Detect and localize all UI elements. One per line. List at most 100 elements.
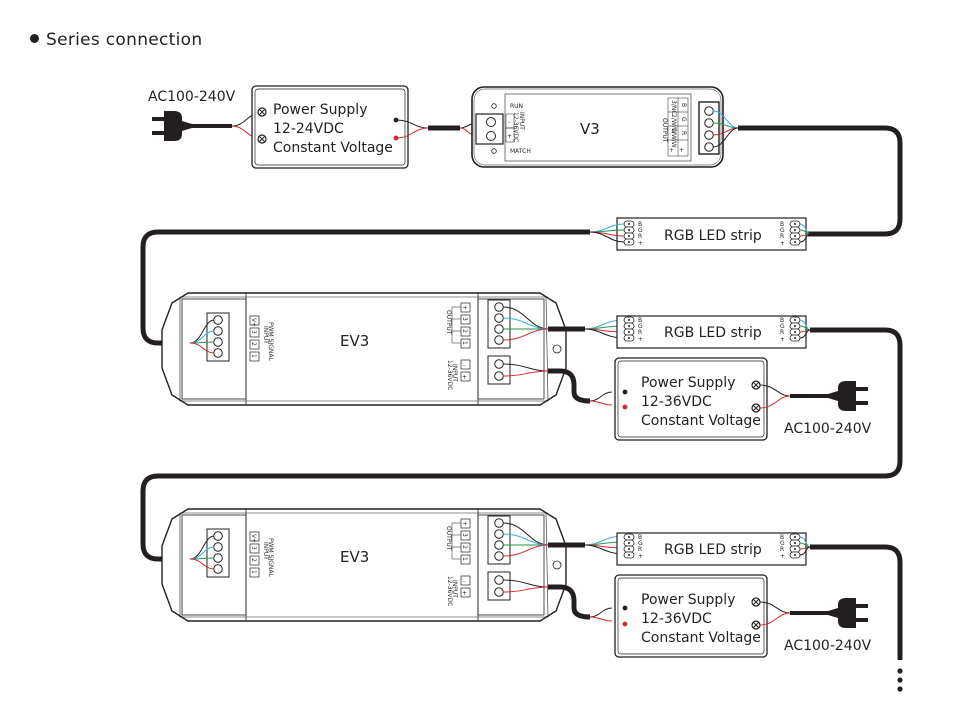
run-led-icon bbox=[491, 103, 497, 109]
terminal-icon bbox=[704, 142, 714, 152]
ev3-sp2: 2 bbox=[250, 558, 257, 562]
terminal-icon bbox=[704, 106, 714, 116]
pin-label: + bbox=[638, 336, 643, 343]
cable-strip-3-continuation bbox=[810, 544, 903, 660]
terminal-icon bbox=[486, 117, 496, 127]
ev3-pwm-lbl: PWM SIGNAL bbox=[267, 538, 274, 577]
pin-label: B bbox=[780, 221, 784, 228]
pin-label: R bbox=[638, 546, 642, 553]
pin-label: B bbox=[780, 534, 784, 541]
led-strip-3: B G R + B G R + RGB LED strip bbox=[616, 532, 807, 566]
dc-wire-red-1 bbox=[395, 127, 429, 139]
ev3-op0: + bbox=[461, 305, 468, 310]
ev3-sp3: 1 bbox=[250, 354, 257, 358]
pin-label: + bbox=[780, 336, 785, 343]
ac-voltage-label-2: AC100-240V bbox=[784, 421, 872, 437]
pin-label: R bbox=[638, 329, 642, 336]
ev3-repeater-1: V+ 3 2 1 INPUT PWM SIGNAL EV3 + 3 2 1 OU… bbox=[161, 292, 625, 406]
pin-label: G bbox=[780, 540, 785, 547]
ev3-sp2: 2 bbox=[250, 342, 257, 346]
input-minus: - bbox=[508, 119, 510, 126]
output-col-1: 1/W/W bbox=[670, 128, 677, 148]
output-channel-r: R bbox=[680, 131, 687, 135]
led-strip-2-label: RGB LED strip bbox=[664, 325, 762, 341]
ac-wire-black-3 bbox=[759, 601, 791, 614]
output-label: OUTPUT bbox=[661, 118, 668, 143]
pin-label: G bbox=[780, 227, 785, 234]
ev3-pwm-lbl: PWM SIGNAL bbox=[267, 322, 274, 361]
pin-label: B bbox=[638, 534, 642, 541]
ev3-sp0: V+ bbox=[250, 534, 257, 543]
cable-strip-1-to-ev3-1 bbox=[140, 229, 590, 346]
wire-black bbox=[712, 127, 739, 148]
wire-black bbox=[799, 329, 811, 339]
pin-label: G bbox=[638, 323, 643, 330]
led-strip-2: B G R + B G R + RGB LED strip bbox=[616, 315, 807, 349]
ev3-pp0: - bbox=[463, 362, 465, 369]
ac-voltage-label-1: AC100-240V bbox=[148, 89, 236, 105]
output-col-2: 2/W/W bbox=[670, 114, 677, 134]
terminal-icon bbox=[486, 131, 496, 141]
output-channel-g: G bbox=[680, 117, 687, 122]
power-supply-3-line2: 12-36VDC bbox=[641, 611, 712, 627]
power-supply-3: Power Supply 12-36VDC Constant Voltage bbox=[614, 574, 768, 658]
pin-label: + bbox=[780, 553, 785, 560]
ev3-op3: 1 bbox=[461, 557, 468, 561]
power-supply-2-line3: Constant Voltage bbox=[641, 413, 761, 429]
bullet-icon bbox=[30, 34, 39, 43]
ev3-op1: 3 bbox=[461, 317, 468, 321]
wire-black bbox=[799, 546, 811, 556]
output-plus-1: + bbox=[669, 147, 674, 154]
pin-label: R bbox=[638, 233, 642, 240]
ev3-ev3-name: EV3 bbox=[340, 548, 369, 566]
ev3-op2: 2 bbox=[461, 329, 468, 333]
screw-terminal-icon bbox=[257, 107, 267, 117]
output-channel-b: B bbox=[680, 103, 687, 107]
ev3-op2: 2 bbox=[461, 545, 468, 549]
ac-wire-black-2 bbox=[759, 384, 791, 397]
pin-label: G bbox=[780, 323, 785, 330]
power-supply-1: Power Supply 12-24VDC Constant Voltage bbox=[251, 85, 409, 169]
input-voltage: 12-36VDC bbox=[512, 112, 519, 142]
ev3-op3: 1 bbox=[461, 341, 468, 345]
ac-wire-red-3 bbox=[759, 612, 791, 626]
power-supply-1-line1: Power Supply bbox=[273, 102, 368, 118]
v3-controller: RUN MATCH - + INPUT 12-36VDC V3 3/NC 2/W… bbox=[471, 86, 724, 168]
screw-terminal-icon bbox=[257, 134, 267, 144]
ev3-sp0: V+ bbox=[250, 318, 257, 327]
v3-name: V3 bbox=[580, 120, 600, 138]
v3-output-table: 3/NC 2/W/W 1/W/W B G R + + OUTPUT bbox=[661, 97, 689, 157]
section-title: Series connection bbox=[30, 30, 202, 50]
match-label: MATCH bbox=[510, 148, 531, 155]
ev3-out-lbl: OUTPUT bbox=[445, 526, 452, 551]
led-strip-1-label: RGB LED strip bbox=[664, 228, 762, 244]
pin-label: B bbox=[638, 221, 642, 228]
ev3-repeater-2-body: V+ 3 2 1 INPUT PWM SIGNAL EV3 + 3 2 1 OU… bbox=[161, 508, 625, 622]
led-strip-1: B G R + B G R + RGB LED strip bbox=[616, 217, 807, 251]
ev3-pv-lbl: 12-36VDC bbox=[446, 576, 453, 606]
ev3-ev3-name: EV3 bbox=[340, 332, 369, 350]
ev3-pv-lbl: 12-36VDC bbox=[446, 360, 453, 390]
pin-label: R bbox=[780, 329, 784, 336]
ac-wire-red-2 bbox=[759, 395, 791, 409]
pin-label: + bbox=[638, 240, 643, 247]
terminal-icon bbox=[704, 130, 714, 140]
output-plus-2: + bbox=[679, 147, 684, 154]
match-button-icon bbox=[491, 148, 497, 154]
run-label: RUN bbox=[510, 103, 523, 110]
power-supply-3-line3: Constant Voltage bbox=[641, 630, 761, 646]
input-plus: + bbox=[507, 133, 512, 140]
ev3-sp1: 3 bbox=[250, 546, 257, 550]
ev3-op0: + bbox=[461, 521, 468, 526]
wire-black bbox=[799, 233, 811, 243]
led-strip-3-label: RGB LED strip bbox=[664, 542, 762, 558]
pin-label: R bbox=[780, 233, 784, 240]
pin-label: R bbox=[780, 546, 784, 553]
power-supply-1-line3: Constant Voltage bbox=[273, 140, 393, 156]
wire-black bbox=[589, 231, 625, 243]
ev3-in-lbl: INPUT bbox=[262, 542, 269, 560]
ev3-sp1: 3 bbox=[250, 330, 257, 334]
output-col-3: 3/NC bbox=[670, 100, 677, 115]
input-label: INPUT bbox=[518, 112, 525, 130]
